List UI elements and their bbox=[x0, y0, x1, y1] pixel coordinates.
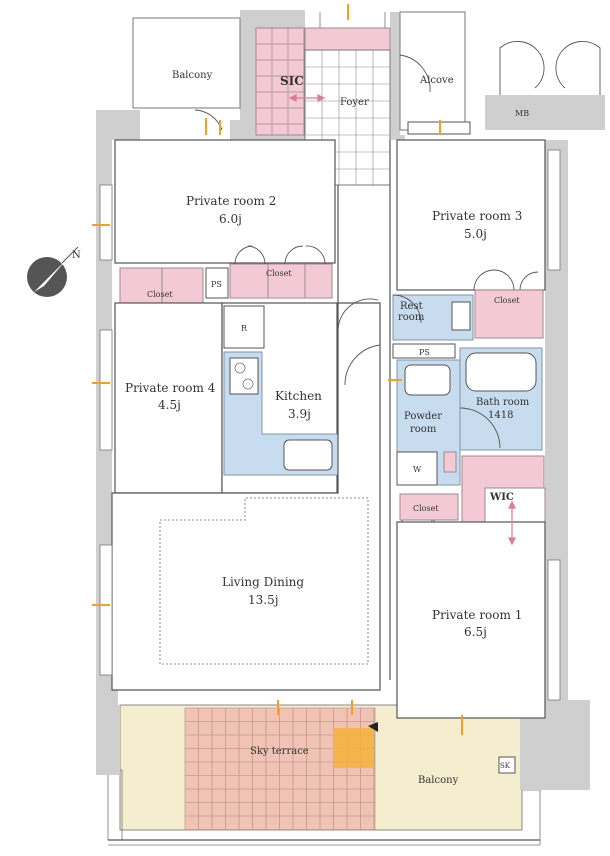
closet-pr3-label: Closet bbox=[494, 296, 520, 305]
powder-room bbox=[396, 359, 461, 486]
bath-room-name: Bath room bbox=[476, 397, 530, 408]
alcove bbox=[399, 11, 466, 131]
pink-arrows bbox=[288, 94, 516, 546]
north-label: N bbox=[72, 250, 81, 261]
wic-label: WIC bbox=[489, 492, 514, 503]
closet-pr2-label: Closet bbox=[266, 269, 292, 278]
sic-grid bbox=[256, 28, 304, 135]
wic bbox=[461, 455, 546, 551]
sky-terrace-label: Sky terrace bbox=[250, 746, 309, 757]
balcony-bottom-label: Balcony bbox=[418, 775, 459, 786]
living-dining bbox=[111, 298, 381, 691]
powder-room-line1: Powder bbox=[404, 411, 442, 422]
private-room-1-name: Private room 1 bbox=[432, 608, 522, 622]
private-room-1 bbox=[396, 521, 546, 719]
closet-pr1-label: Closet bbox=[413, 504, 439, 513]
balcony-top-label: Balcony bbox=[172, 70, 213, 81]
bath-room-size: 1418 bbox=[488, 410, 513, 421]
private-room-2-size: 6.0j bbox=[219, 212, 242, 226]
sic-label: SIC bbox=[280, 74, 304, 88]
rest-room-line1: Rest bbox=[400, 301, 423, 312]
private-room-1-size: 6.5j bbox=[464, 625, 487, 639]
sk-box bbox=[498, 756, 516, 774]
washer-label: W bbox=[413, 465, 422, 474]
foyer-label: Foyer bbox=[340, 97, 369, 108]
mb-area bbox=[499, 41, 601, 95]
living-dining-size: 13.5j bbox=[248, 593, 278, 607]
rest-room-line2: room bbox=[398, 312, 425, 323]
refrigerator-label: R bbox=[241, 324, 248, 333]
accent-marks bbox=[92, 4, 463, 735]
powder-room-line2: room bbox=[410, 424, 437, 435]
private-room-3-name: Private room 3 bbox=[432, 209, 522, 223]
left-windows bbox=[99, 149, 561, 701]
mb-label: MB bbox=[515, 109, 529, 118]
bath-room bbox=[459, 347, 543, 451]
kitchen-name: Kitchen bbox=[275, 389, 322, 403]
sky-terrace-area bbox=[119, 704, 523, 831]
ps-lower-label: PS bbox=[419, 348, 430, 357]
sic-storage bbox=[255, 27, 305, 136]
private-room-2 bbox=[114, 139, 336, 264]
closet-pr4-label: Closet bbox=[147, 290, 173, 299]
private-room-3 bbox=[396, 121, 546, 291]
alcove-label: Alcove bbox=[419, 75, 454, 86]
kitchen-size: 3.9j bbox=[288, 407, 311, 421]
closet-pr3-box bbox=[474, 289, 544, 339]
corridor bbox=[337, 140, 391, 680]
living-dining-name: Living Dining bbox=[222, 575, 304, 589]
private-room-2-name: Private room 2 bbox=[186, 194, 276, 208]
ps-lower-box bbox=[392, 343, 456, 359]
private-room-3-size: 5.0j bbox=[464, 227, 487, 241]
private-room-4-size: 4.5j bbox=[158, 398, 181, 412]
private-room-4 bbox=[114, 302, 223, 494]
private-room-4-name: Private room 4 bbox=[125, 381, 216, 395]
sk-label: SK bbox=[500, 762, 511, 770]
ps-upper-label: PS bbox=[211, 280, 222, 289]
closet-row bbox=[119, 245, 333, 322]
rest-room bbox=[392, 294, 474, 341]
compass-icon bbox=[27, 246, 79, 297]
top-balcony bbox=[132, 17, 241, 131]
